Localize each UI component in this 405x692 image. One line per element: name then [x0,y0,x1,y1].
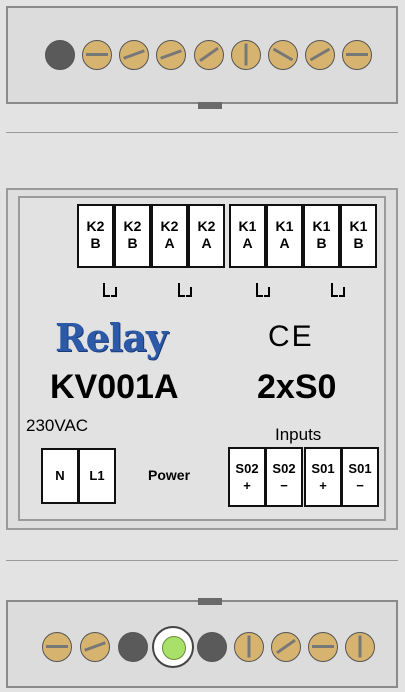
terminal-screw-dark [45,40,75,70]
power-terminal-n: N [41,448,79,504]
model-number: KV001A [50,368,179,406]
ce-mark: CE [268,320,314,353]
led-light [162,636,186,660]
terminal-screw [42,632,72,662]
input-terminal-label: S01+ [304,447,342,507]
relay-contact-icon [176,283,196,301]
terminal-screw [234,632,264,662]
terminal-screw [342,40,372,70]
terminal-screw [305,40,335,70]
voltage-label: 230VAC [26,416,89,435]
input-terminal-label: S02− [265,447,303,507]
housing-divider [6,560,398,561]
terminal-screw [345,632,375,662]
terminal-screw [268,40,298,70]
terminal-screw [119,40,149,70]
terminal-screw [80,632,110,662]
relay-contact-icon [329,283,349,301]
channel-count: 2xS0 [257,368,337,406]
power-led-indicator [152,626,194,668]
input-terminal-label: S02+ [228,447,266,507]
housing-divider [6,132,398,133]
terminal-screw [271,632,301,662]
relay-contact-icon [101,283,121,301]
terminal-screw [156,40,186,70]
input-terminal-label: S01− [341,447,379,507]
power-terminal-l1: L1 [78,448,116,504]
inputs-label: Inputs [275,425,322,444]
brand-logo: Relay [55,315,168,360]
relay-contact-icon [254,283,274,301]
terminal-screw [82,40,112,70]
terminal-screw [194,40,224,70]
power-label: Power [148,467,191,483]
terminal-screw [308,632,338,662]
terminal-screw-dark [197,632,227,662]
terminal-screw-dark [118,632,148,662]
bottom-latch-clip [198,598,222,605]
terminal-screw [231,40,261,70]
top-latch-clip [198,102,222,109]
